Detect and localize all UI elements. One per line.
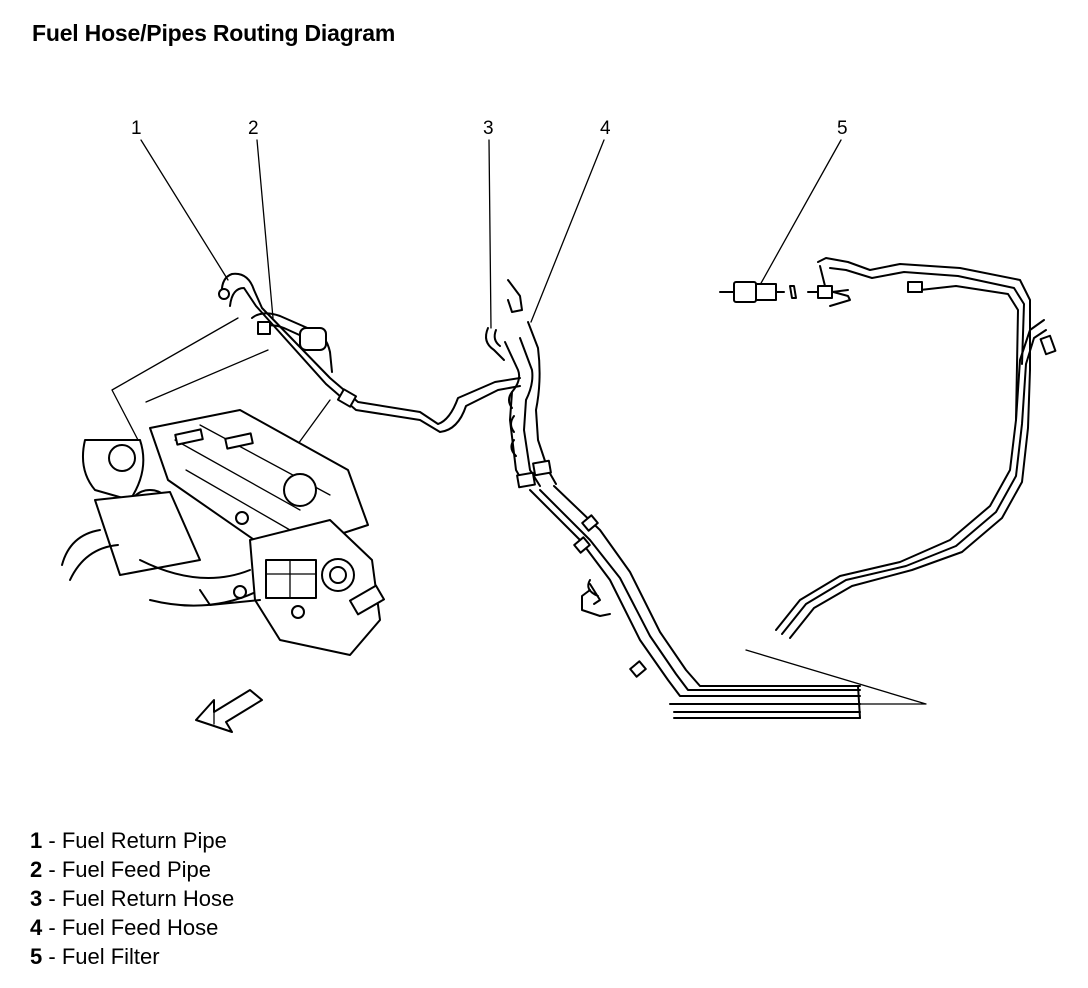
- legend-label: Fuel Filter: [61, 944, 160, 969]
- engine-assembly: [61, 317, 385, 656]
- legend-separator: -: [42, 944, 62, 969]
- callout-2: 2: [248, 118, 259, 139]
- legend-item: 5 - Fuel Filter: [30, 942, 234, 971]
- callout-3: 3: [483, 118, 494, 139]
- legend-separator: -: [42, 886, 62, 911]
- legend-label: Fuel Return Pipe: [61, 828, 227, 853]
- legend-label: Fuel Feed Hose: [61, 915, 219, 940]
- legend-item: 4 - Fuel Feed Hose: [30, 913, 234, 942]
- legend-item: 3 - Fuel Return Hose: [30, 884, 234, 913]
- legend-label: Fuel Feed Pipe: [61, 857, 212, 882]
- callout-4: 4: [600, 118, 611, 139]
- legend-number: 3: [30, 886, 43, 911]
- page-title: Fuel Hose/Pipes Routing Diagram: [32, 20, 396, 46]
- legend-number: 5: [30, 944, 43, 969]
- front-direction-arrow-icon: [195, 689, 263, 733]
- legend: 1 - Fuel Return Pipe 2 - Fuel Feed Pipe …: [30, 826, 234, 971]
- underbody-fuel-pipes: [529, 485, 861, 719]
- rear-fuel-pipes: [775, 257, 1057, 639]
- legend-separator: -: [42, 857, 62, 882]
- engine-fuel-pipes: [218, 272, 521, 433]
- callout-1: 1: [131, 118, 142, 139]
- callout-5: 5: [837, 118, 848, 139]
- legend-separator: -: [42, 915, 62, 940]
- pointer-triangle: [745, 649, 927, 705]
- legend-item: 2 - Fuel Feed Pipe: [30, 855, 234, 884]
- legend-number: 4: [30, 915, 43, 940]
- fuel-filter: [719, 281, 849, 303]
- leader-lines: [140, 139, 842, 329]
- legend-item: 1 - Fuel Return Pipe: [30, 826, 234, 855]
- legend-number: 2: [30, 857, 43, 882]
- legend-number: 1: [30, 828, 43, 853]
- legend-label: Fuel Return Hose: [61, 886, 235, 911]
- fuel-hoses: [485, 279, 557, 489]
- legend-separator: -: [42, 828, 62, 853]
